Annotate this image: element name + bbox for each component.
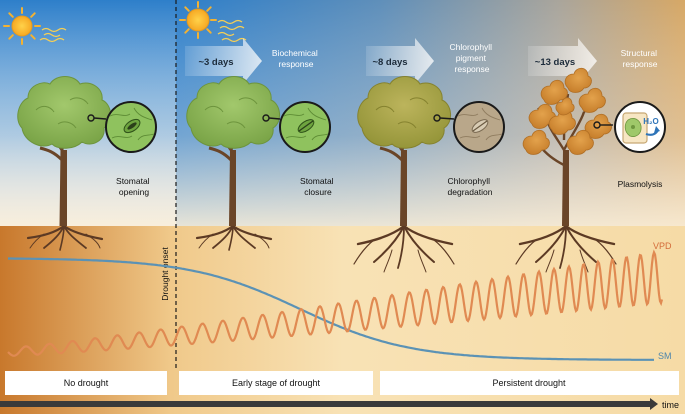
stage-days-biochemical: ~3 days xyxy=(198,57,233,68)
phase-box-no-drought: No drought xyxy=(5,371,167,395)
h2o-label: H₂O xyxy=(643,117,659,126)
tree-icon xyxy=(17,76,111,227)
magnifier-connector xyxy=(87,114,613,129)
sm-curve xyxy=(8,257,654,361)
label-stomatal-opening: Stomatal opening xyxy=(116,176,152,197)
vpd-curve xyxy=(7,249,664,357)
phase-box-persistent-drought: Persistent drought xyxy=(380,371,679,395)
plasmolysis-icon: H₂O xyxy=(614,101,666,153)
sm-label: SM xyxy=(658,351,672,361)
sun-icon xyxy=(3,7,41,45)
time-axis xyxy=(0,401,652,407)
chlorophyll-degradation-icon xyxy=(453,101,505,153)
tree-icon xyxy=(357,76,451,226)
stage-days-structural: ~13 days xyxy=(535,57,575,68)
tree-icon xyxy=(522,67,612,226)
stage-title-biochemical: Biochemical response xyxy=(272,48,320,69)
label-chlorophyll-degradation: Chlorophyll degradation xyxy=(448,176,493,197)
sun-icon xyxy=(179,1,217,39)
sun-rays-icon xyxy=(39,27,67,43)
time-axis-arrowhead xyxy=(650,398,658,410)
stomata-closure-icon xyxy=(279,101,331,153)
stage-arrow-biochemical: ~3 days xyxy=(185,38,262,84)
svg-text:Early stage of drought: Early stage of drought xyxy=(232,378,321,388)
tree-icon xyxy=(186,76,280,226)
stage-title-pigment: Chlorophyll pigment response xyxy=(450,42,495,74)
vpd-label: VPD xyxy=(653,241,672,251)
label-stomatal-closure: Stomatal closure xyxy=(300,176,336,197)
root-system xyxy=(26,224,617,273)
stomata-opening-icon xyxy=(105,101,157,153)
phase-box-early-drought: Early stage of drought xyxy=(179,371,373,395)
stage-arrow-pigment: ~8 days xyxy=(366,38,434,84)
drought-onset-label: Drought onset xyxy=(160,247,170,301)
sun-rays-icon xyxy=(217,19,247,43)
label-plasmolysis: Plasmolysis xyxy=(618,179,663,189)
stage-title-structural: Structural response xyxy=(621,48,660,69)
svg-text:Persistent drought: Persistent drought xyxy=(492,378,566,388)
time-label: time xyxy=(662,400,679,410)
svg-text:No drought: No drought xyxy=(64,378,109,388)
stage-days-pigment: ~8 days xyxy=(372,57,407,68)
